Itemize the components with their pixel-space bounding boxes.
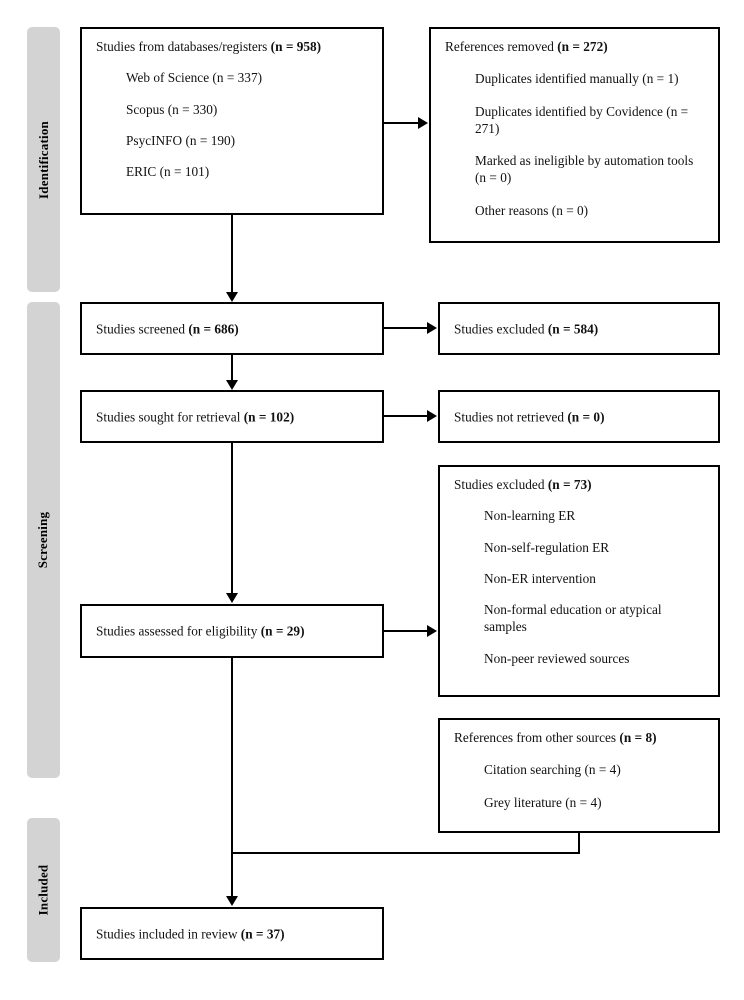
box-references-other-sources: References from other sources (n = 8) Ci… [438, 718, 720, 833]
box-studies-from-databases: Studies from databases/registers (n = 95… [80, 27, 384, 215]
box-studies-sought-retrieval: Studies sought for retrieval (n = 102) [80, 390, 384, 443]
box-studies-excluded-screening: Studies excluded (n = 584) [438, 302, 720, 355]
list-item: Non-self-regulation ER [484, 539, 610, 555]
list-item: Non-learning ER [484, 508, 576, 524]
box-studies-included-review-title: Studies included in review (n = 37) [96, 925, 285, 941]
list-item: Web of Science (n = 337) [126, 70, 263, 86]
box-studies-sought-retrieval-title: Studies sought for retrieval (n = 102) [96, 408, 295, 424]
list-item: ERIC (n = 101) [126, 164, 210, 180]
stage-bar-included: Included [27, 818, 60, 962]
box-databases-items: Web of Science (n = 337) Scopus (n = 330… [96, 69, 370, 180]
list-item: Non-peer reviewed sources [484, 650, 630, 666]
box-studies-assessed-eligibility: Studies assessed for eligibility (n = 29… [80, 604, 384, 658]
box-studies-included-review: Studies included in review (n = 37) [80, 907, 384, 960]
arrow-sought-to-not-retrieved [427, 410, 437, 422]
box-references-removed-title: References removed (n = 272) [445, 39, 608, 54]
arrow-databases-to-screened [226, 292, 238, 302]
connector-assessed-to-excluded [384, 630, 427, 632]
box-studies-excluded-eligibility-items: Non-learning ER Non-self-regulation ER N… [454, 507, 706, 667]
list-item: Duplicates identified by Covidence (n = … [475, 103, 689, 136]
list-item: Non-formal education or atypical samples [484, 602, 662, 635]
connector-databases-to-removed [384, 122, 418, 124]
box-databases-title: Studies from databases/registers (n = 95… [96, 39, 322, 54]
list-item: Duplicates identified manually (n = 1) [475, 71, 679, 87]
list-item: Non-ER intervention [484, 570, 596, 586]
box-studies-not-retrieved: Studies not retrieved (n = 0) [438, 390, 720, 443]
box-studies-screened-title: Studies screened (n = 686) [96, 320, 239, 336]
box-references-other-sources-title: References from other sources (n = 8) [454, 730, 657, 745]
box-studies-excluded-screening-title: Studies excluded (n = 584) [454, 320, 599, 336]
connector-sought-to-not-retrieved [384, 415, 427, 417]
stage-bar-screening: Screening [27, 302, 60, 778]
connector-other-sources-down [578, 833, 580, 854]
stage-label-identification: Identification [35, 120, 51, 199]
arrow-databases-to-removed [418, 117, 428, 129]
connector-other-sources-left [231, 852, 580, 854]
connector-sought-to-assessed [231, 443, 233, 593]
box-studies-not-retrieved-title: Studies not retrieved (n = 0) [454, 408, 605, 424]
stage-bar-identification: Identification [27, 27, 60, 292]
arrow-screened-to-sought [226, 380, 238, 390]
connector-screened-to-excluded [384, 327, 427, 329]
box-studies-assessed-eligibility-title: Studies assessed for eligibility (n = 29… [96, 623, 305, 639]
list-item: Other reasons (n = 0) [475, 202, 589, 218]
list-item: PsycINFO (n = 190) [126, 132, 236, 148]
arrow-screened-to-excluded [427, 322, 437, 334]
stage-label-screening: Screening [35, 511, 51, 569]
list-item: Marked as ineligible by automation tools… [475, 153, 694, 186]
box-studies-screened: Studies screened (n = 686) [80, 302, 384, 355]
list-item: Citation searching (n = 4) [484, 762, 621, 778]
box-studies-excluded-eligibility: Studies excluded (n = 73) Non-learning E… [438, 465, 720, 697]
box-references-removed-items: Duplicates identified manually (n = 1) D… [445, 70, 706, 219]
list-item: Grey literature (n = 4) [484, 794, 602, 810]
connector-assessed-to-included [231, 658, 233, 896]
arrow-sought-to-assessed [226, 593, 238, 603]
arrow-to-included-review [226, 896, 238, 906]
arrow-assessed-to-excluded [427, 625, 437, 637]
stage-label-included: Included [35, 864, 51, 916]
connector-databases-to-screened [231, 215, 233, 292]
connector-screened-to-sought [231, 355, 233, 380]
box-references-other-sources-items: Citation searching (n = 4) Grey literatu… [454, 761, 706, 811]
box-references-removed: References removed (n = 272) Duplicates … [429, 27, 720, 243]
box-studies-excluded-eligibility-title: Studies excluded (n = 73) [454, 477, 592, 492]
list-item: Scopus (n = 330) [126, 101, 218, 117]
